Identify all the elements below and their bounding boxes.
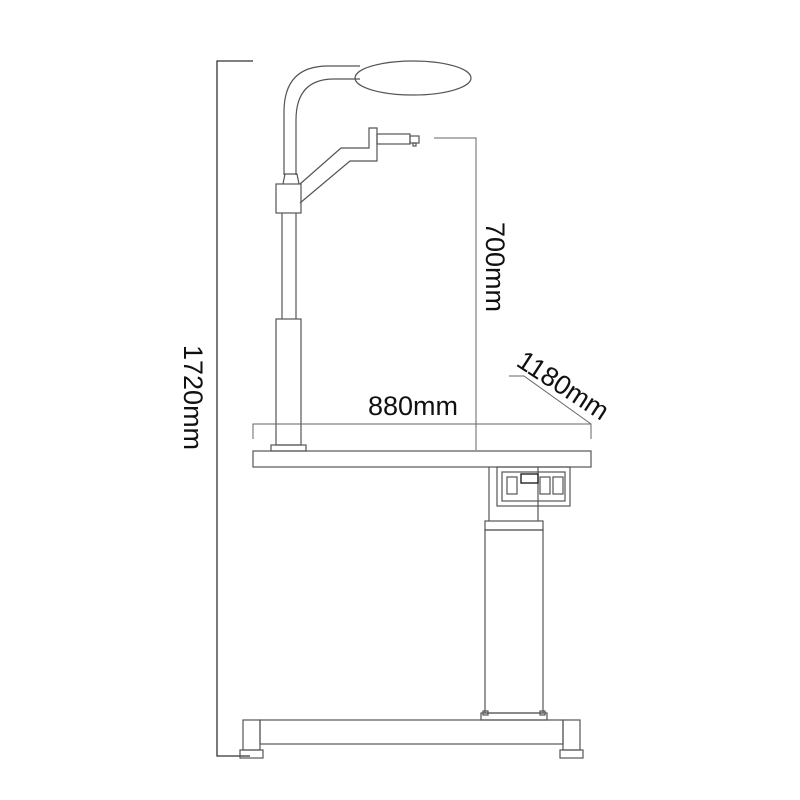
lamp-to-table-label: 700mm <box>480 222 510 312</box>
panel-button-1 <box>506 476 518 495</box>
base-foot-right <box>559 749 584 759</box>
control-panel <box>488 466 571 521</box>
total-height-dimension: 1720mm <box>178 60 253 757</box>
base-frame <box>239 719 584 759</box>
column-collar <box>275 173 302 214</box>
lift-column <box>480 520 548 721</box>
support-column <box>270 213 307 452</box>
total-height-label: 1720mm <box>178 345 208 450</box>
lamp-to-table-dimension: 700mm <box>434 137 510 450</box>
table-depth-label: 1180mm <box>512 345 615 426</box>
instrument-bracket-arm <box>299 127 420 204</box>
table-width-label: 880mm <box>368 391 458 421</box>
panel-display <box>520 473 539 484</box>
panel-button-2 <box>539 476 551 495</box>
panel-button-3 <box>552 476 564 495</box>
lamp-head <box>354 60 472 96</box>
lamp-gooseneck-arm <box>283 65 360 175</box>
base-foot-left <box>239 749 264 759</box>
table-top <box>252 423 592 468</box>
table-depth-dimension: 1180mm <box>509 345 614 426</box>
